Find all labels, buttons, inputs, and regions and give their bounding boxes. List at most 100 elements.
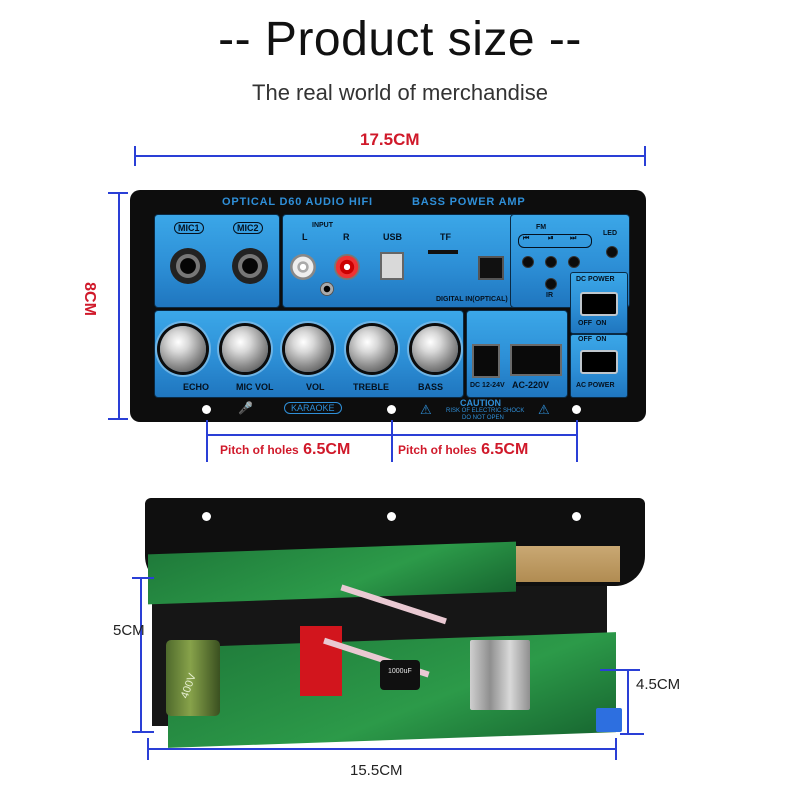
microphone-icon: 🎤 (238, 401, 253, 415)
fm-button-2[interactable] (545, 256, 557, 268)
mic2-label: MIC2 (233, 222, 263, 234)
back-height-line (140, 578, 142, 732)
mic2-jack[interactable] (232, 248, 268, 284)
back-depth-tick-top (600, 669, 640, 671)
height-dimension-label: 8CM (80, 282, 98, 316)
caution-line-1: RISK OF ELECTRIC SHOCK (446, 408, 525, 414)
back-width-tick-left (147, 738, 149, 760)
knob-label-treble: TREBLE (353, 382, 389, 392)
dc-power-switch[interactable] (580, 292, 618, 316)
dc-power-label: DC POWER (576, 276, 615, 283)
transformer-block (300, 626, 342, 696)
fm-label: FM (536, 224, 547, 231)
fm-button-bar (518, 234, 592, 248)
back-height-label: 5CM (113, 622, 145, 639)
optical-port[interactable] (478, 256, 504, 280)
main-capacitor (166, 640, 220, 716)
panel-brand-right: BASS POWER AMP (412, 196, 526, 208)
echo-knob[interactable] (160, 326, 206, 372)
back-depth-tick-bottom (620, 733, 644, 735)
ir-label: IR (546, 292, 553, 299)
rca-right-jack[interactable] (334, 254, 360, 280)
tf-slot[interactable] (428, 250, 458, 254)
output-capacitor-label: 1000uF (388, 668, 412, 675)
fm-button-1[interactable] (522, 256, 534, 268)
back-width-label: 15.5CM (350, 762, 403, 779)
mic-vol-knob[interactable] (222, 326, 268, 372)
pitch-left-value: 6.5CM (303, 441, 351, 458)
ac-voltage-label: AC-220V (512, 380, 550, 390)
pitch-left-label: Pitch of holes 6.5CM (220, 441, 350, 459)
output-capacitor (380, 660, 420, 690)
back-width-tick-right (615, 738, 617, 760)
caution-icon: ⚠ (538, 402, 550, 417)
terminal-connector (596, 708, 622, 732)
ir-receiver (545, 278, 557, 290)
ac-power-switch[interactable] (580, 350, 618, 374)
play-pause-icon[interactable]: ⏯ (548, 235, 554, 242)
next-icon[interactable]: ⏭ (570, 235, 577, 242)
width-dimension-line (136, 155, 644, 157)
back-mount-hole-1 (202, 512, 211, 521)
usb-port[interactable] (380, 252, 404, 280)
ac-input-port[interactable] (510, 344, 562, 376)
height-dimension-tick-bottom (108, 418, 128, 420)
aux-jack[interactable] (320, 282, 334, 296)
page-title: -- Product size -- (218, 13, 582, 66)
tf-label: TF (440, 232, 451, 242)
back-width-line (148, 748, 616, 750)
input-r-label: R (343, 232, 350, 242)
back-mount-hole-3 (572, 512, 581, 521)
ac-power-label: AC POWER (576, 382, 615, 389)
width-dimension-label: 17.5CM (360, 130, 420, 149)
height-dimension-line (118, 193, 120, 419)
pitch-right-label: Pitch of holes 6.5CM (398, 441, 528, 459)
mic1-jack[interactable] (170, 248, 206, 284)
mic1-label: MIC1 (174, 222, 204, 234)
pitch-right-prefix: Pitch of holes (398, 443, 477, 457)
back-mount-hole-2 (387, 512, 396, 521)
usb-label: USB (383, 232, 403, 242)
width-dimension-tick-right (644, 146, 646, 166)
page-subtitle: The real world of merchandise (252, 80, 548, 105)
rca-left-jack[interactable] (290, 254, 316, 280)
knob-label-vol: VOL (306, 382, 325, 392)
input-label: INPUT (312, 222, 333, 229)
back-height-tick-top (132, 577, 154, 579)
caution-line-2: DO NOT OPEN (462, 415, 504, 421)
dc-off-on-label: OFF ON (578, 320, 607, 327)
digital-in-label: DIGITAL IN(OPTICAL) (436, 296, 508, 303)
pitch-tick-left (206, 420, 208, 462)
dc-input-port[interactable] (472, 344, 500, 378)
mount-hole-3 (572, 405, 581, 414)
knob-label-mic-vol: MIC VOL (236, 382, 274, 392)
treble-knob[interactable] (349, 326, 395, 372)
knob-label-bass: BASS (418, 382, 444, 392)
prev-icon[interactable]: ⏮ (523, 235, 530, 242)
button-board (516, 546, 620, 582)
dc-voltage-label: DC 12-24V (470, 382, 505, 389)
vol-knob[interactable] (285, 326, 331, 372)
led-indicator (606, 246, 618, 258)
led-label: LED (603, 230, 617, 237)
caution-label: CAUTION (460, 398, 501, 408)
bass-knob[interactable] (412, 326, 458, 372)
pitch-tick-right (576, 420, 578, 462)
ac-off-on-label: OFF ON (578, 336, 607, 343)
ac-power-section (570, 334, 628, 398)
panel-brand-left: OPTICAL D60 AUDIO HIFI (222, 196, 373, 208)
height-dimension-tick-top (108, 192, 128, 194)
karaoke-badge: 🎤 KARAOKE (236, 400, 346, 416)
pitch-left-prefix: Pitch of holes (220, 443, 299, 457)
width-dimension-tick-left (134, 146, 136, 166)
input-l-label: L (302, 232, 308, 242)
back-depth-line (627, 670, 629, 734)
back-depth-label: 4.5CM (636, 676, 681, 693)
knob-label-echo: ECHO (183, 382, 210, 392)
back-height-tick-bottom (132, 731, 154, 733)
pitch-tick-middle (391, 420, 393, 462)
mount-hole-2 (387, 405, 396, 414)
pitch-right-value: 6.5CM (481, 441, 529, 458)
fm-button-3[interactable] (568, 256, 580, 268)
karaoke-label: KARAOKE (284, 402, 342, 414)
